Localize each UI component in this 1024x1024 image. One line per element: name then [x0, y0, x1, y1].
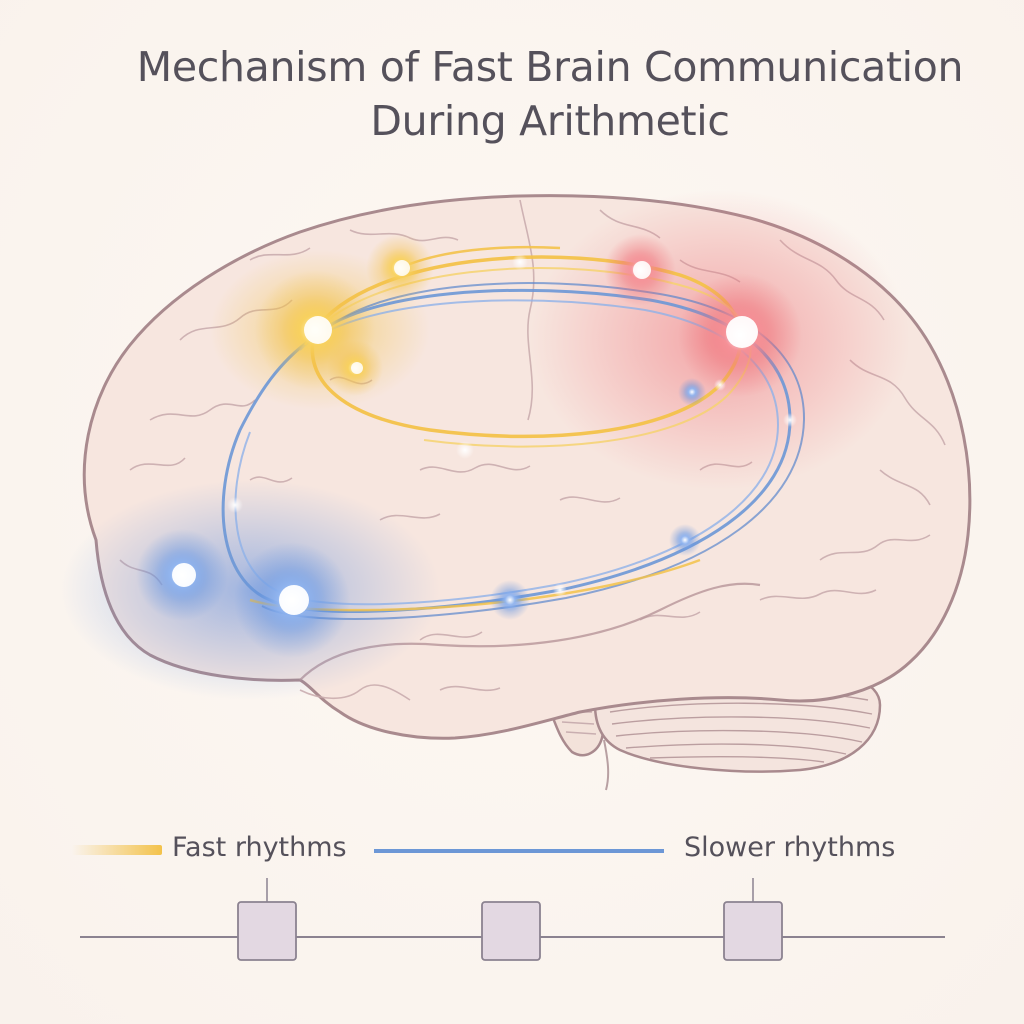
fast-rhythms-label: Fast rhythms [172, 832, 347, 863]
parietal-node-cluster [604, 234, 802, 406]
pathway-sparkles [227, 254, 797, 597]
temporal-node-cluster [136, 524, 701, 658]
frontal-node-cluster [255, 234, 434, 396]
timeline-marker-1 [237, 901, 297, 961]
diagram-title: Mechanism of Fast Brain Communication Du… [0, 40, 1024, 148]
title-line-2: During Arithmetic [370, 97, 730, 145]
slower-rhythms-label: Slower rhythms [684, 832, 896, 863]
timeline-marker-3 [723, 901, 783, 961]
timeline-marker-2 [481, 901, 541, 961]
title-line-1: Mechanism of Fast Brain Communication [136, 43, 964, 91]
fast-rhythm-legend-swatch [72, 845, 162, 855]
